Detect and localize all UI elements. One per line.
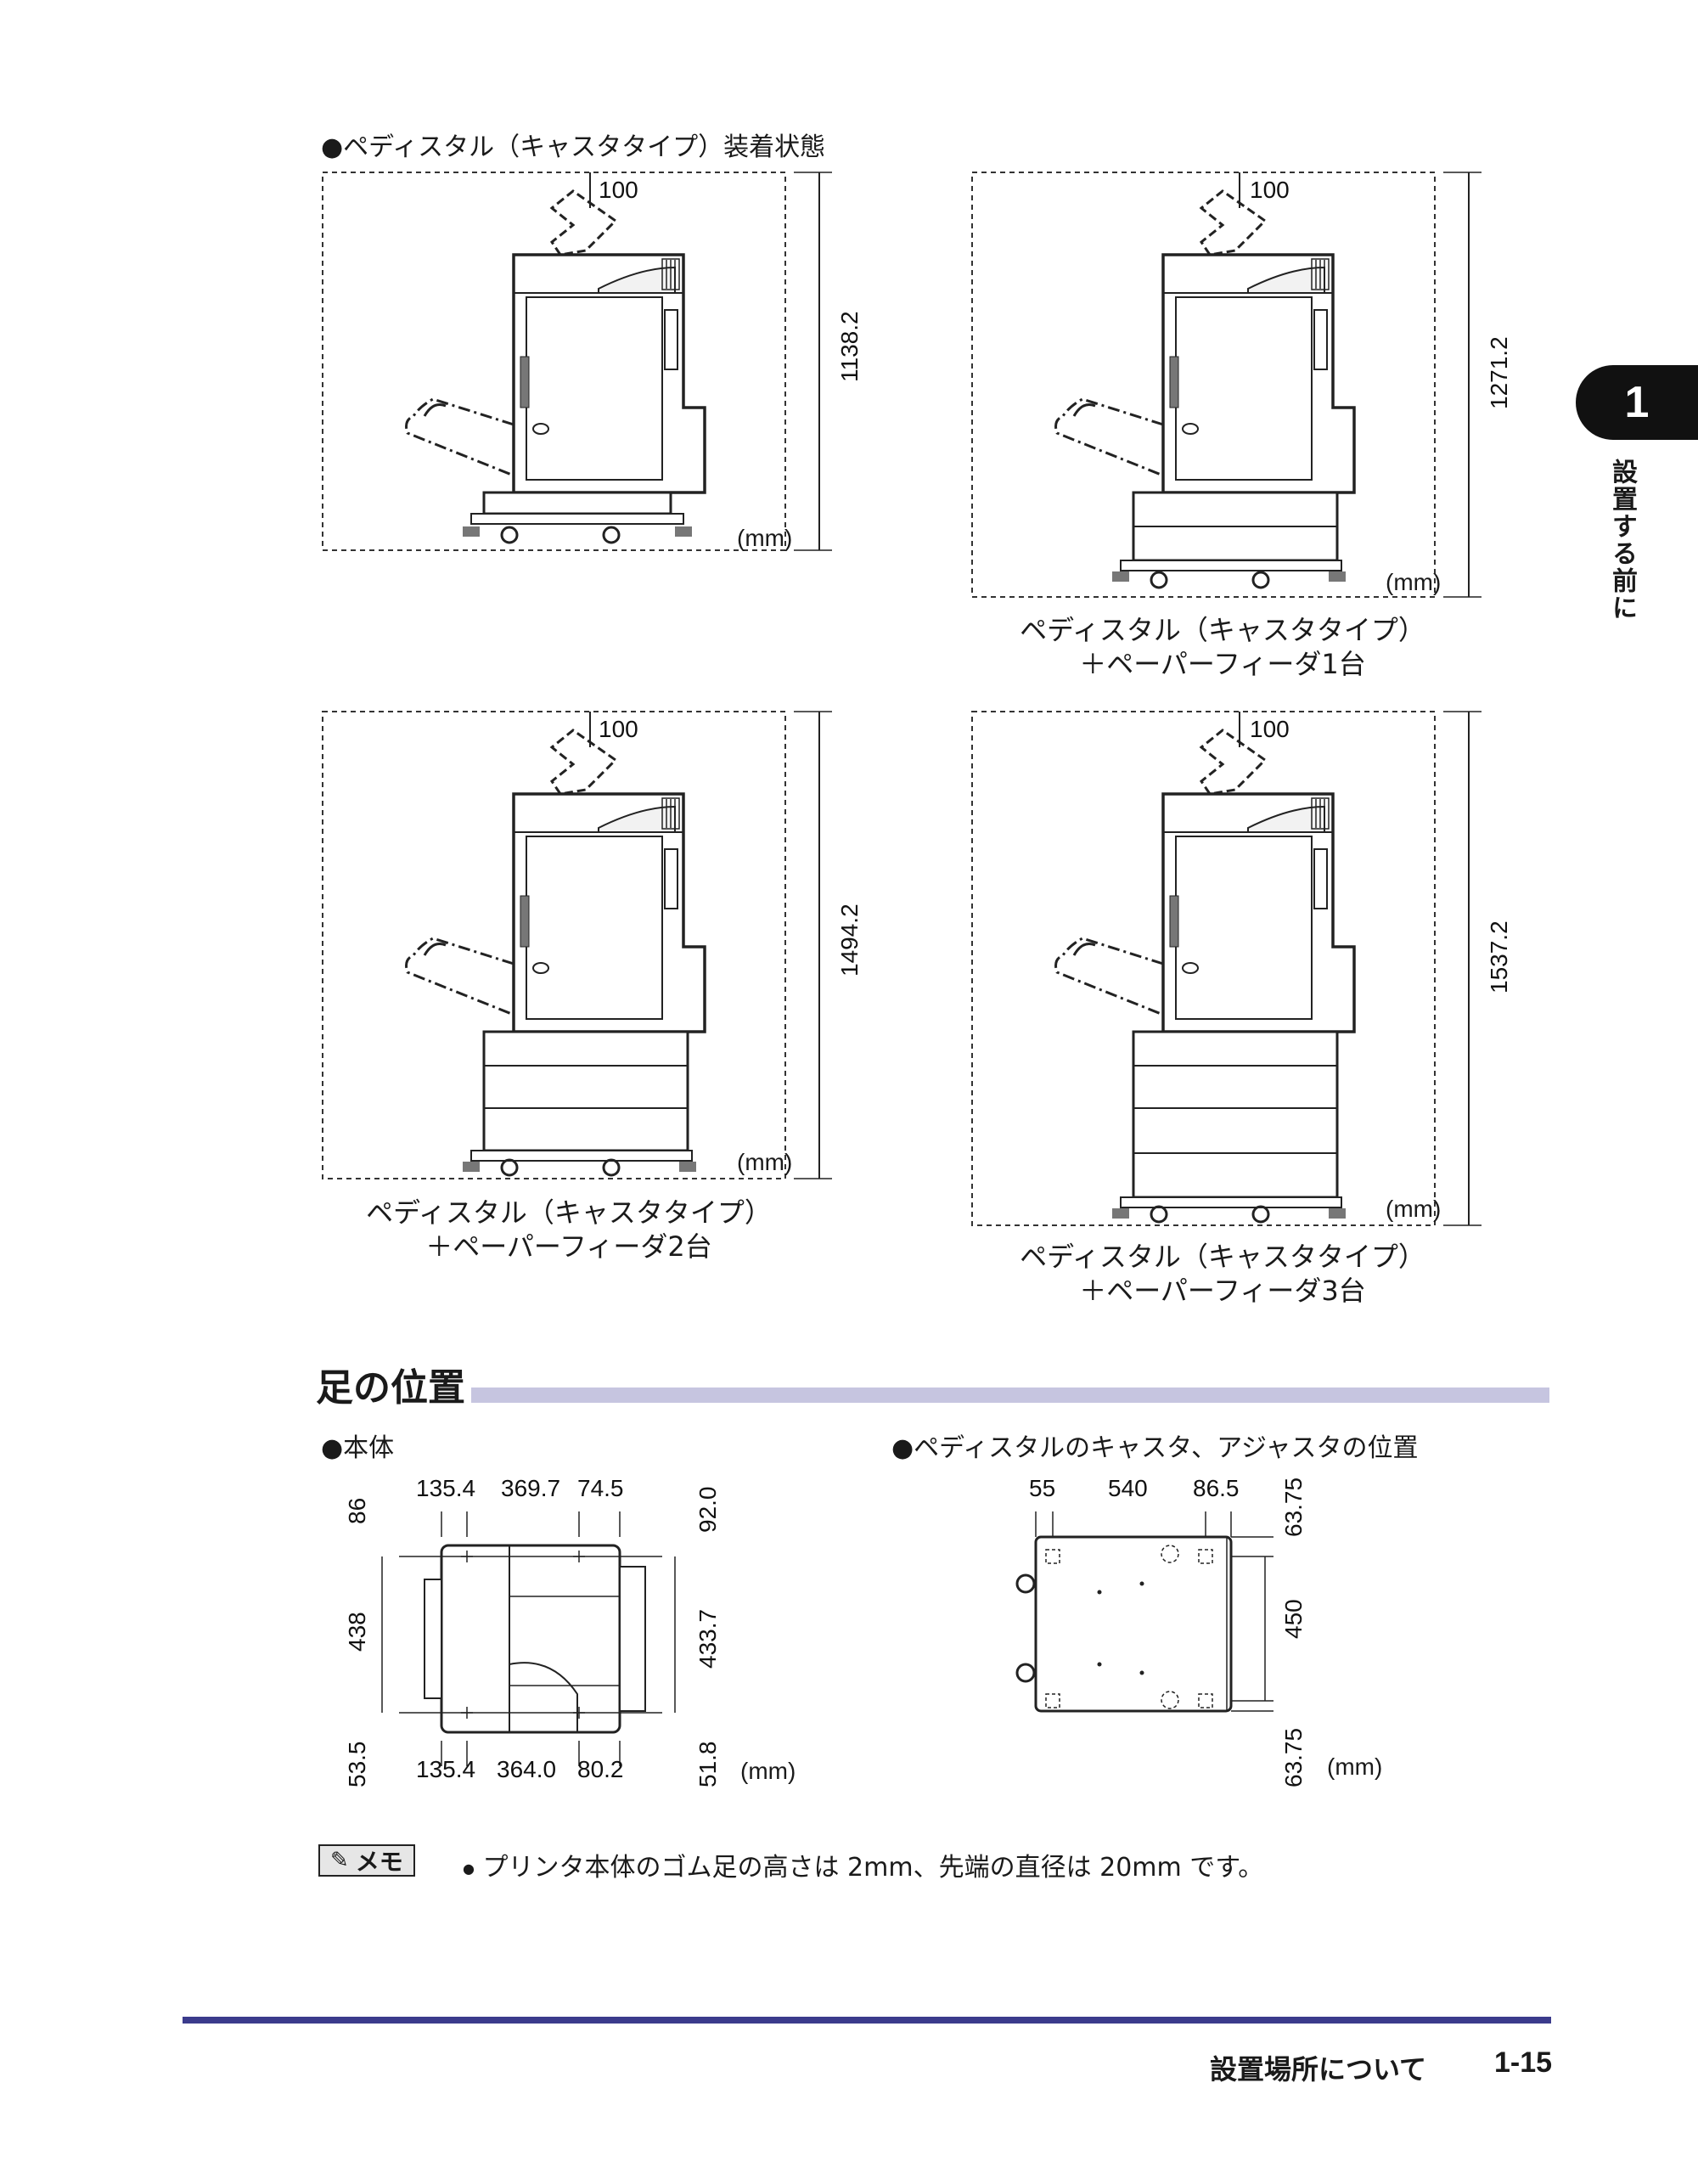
config-pedestal-diagram xyxy=(322,172,832,551)
chapter-tab: 1 xyxy=(1576,365,1698,440)
clearance-top: 100 xyxy=(1250,177,1290,203)
clearance-top: 100 xyxy=(599,177,638,203)
unit-label: (mm) xyxy=(1386,1196,1442,1222)
body-bottom-dim: 364.0 xyxy=(497,1756,557,1782)
height-dim: 1537.2 xyxy=(1486,920,1512,993)
config-feeder1-diagram xyxy=(971,172,1482,598)
unit-label: (mm) xyxy=(737,1149,793,1175)
unit-label: (mm) xyxy=(1327,1753,1383,1780)
body-bottom-dim: 135.4 xyxy=(416,1756,476,1782)
config-caption: ペディスタル（キャスタタイプ） ＋ペーパーフィーダ3台 xyxy=(1020,1241,1425,1307)
body-left-dim: 86 xyxy=(344,1497,370,1524)
bullet-icon: ● xyxy=(463,1860,475,1877)
body-bottom-dim: 80.2 xyxy=(577,1756,624,1782)
body-right-dim: 51.8 xyxy=(694,1741,721,1788)
memo-item: ● プリンタ本体のゴム足の高さは 2mm、先端の直径は 20mm です。 xyxy=(463,1846,1263,1883)
body-top-dim: 74.5 xyxy=(577,1475,624,1501)
height-dim: 1138.2 xyxy=(836,311,863,382)
pedestal-top-dim: 540 xyxy=(1108,1475,1148,1501)
pedestal-top-dim: 55 xyxy=(1029,1475,1056,1501)
body-feet-diagram xyxy=(381,1511,676,1766)
height-dim: 1494.2 xyxy=(836,903,863,977)
body-feet-label: ●本体 xyxy=(321,1433,395,1463)
body-top-dim: 135.4 xyxy=(416,1475,476,1501)
config-caption: ペディスタル（キャスタタイプ） ＋ペーパーフィーダ2台 xyxy=(366,1196,772,1263)
clearance-top: 100 xyxy=(1250,716,1290,742)
body-left-dim: 438 xyxy=(344,1612,370,1652)
unit-label: (mm) xyxy=(737,525,793,551)
figure-label: ●ペディスタル（キャスタタイプ）装着状態 xyxy=(321,132,826,162)
clearance-top: 100 xyxy=(599,716,638,742)
unit-label: (mm) xyxy=(740,1758,796,1784)
chapter-title: 設置する前に xyxy=(1607,459,1637,622)
pencil-icon: ✎ xyxy=(330,1848,349,1873)
body-top-dim: 369.7 xyxy=(501,1475,561,1501)
body-right-dim: 92.0 xyxy=(694,1486,721,1534)
footer-title: 設置場所について xyxy=(1210,2053,1427,2085)
pedestal-right-dim: 450 xyxy=(1280,1599,1307,1639)
pedestal-feet-diagram xyxy=(1015,1511,1274,1713)
pedestal-right-dim: 63.75 xyxy=(1280,1477,1307,1537)
page-number: 1-15 xyxy=(1494,2046,1553,2079)
chapter-number: 1 xyxy=(1624,378,1650,427)
body-right-dim: 433.7 xyxy=(694,1608,721,1669)
height-dim: 1271.2 xyxy=(1486,336,1512,409)
memo-badge: ✎ メモ xyxy=(318,1844,415,1877)
pedestal-right-dim: 63.75 xyxy=(1280,1727,1307,1787)
body-left-dim: 53.5 xyxy=(344,1741,370,1788)
config-caption: ペディスタル（キャスタタイプ） ＋ペーパーフィーダ1台 xyxy=(1020,614,1425,680)
section-title: 足の位置 xyxy=(316,1366,465,1410)
config-feeder2-diagram xyxy=(322,711,832,1179)
memo-badge-label: メモ xyxy=(355,1848,403,1876)
pedestal-top-dim: 86.5 xyxy=(1193,1475,1240,1501)
memo-text: プリンタ本体のゴム足の高さは 2mm、先端の直径は 20mm です。 xyxy=(482,1853,1264,1883)
config-feeder3-diagram xyxy=(971,711,1482,1226)
pedestal-feet-label: ●ペディスタルのキャスタ、アジャスタの位置 xyxy=(891,1433,1419,1463)
footer-rule xyxy=(183,2017,1551,2024)
unit-label: (mm) xyxy=(1386,569,1442,595)
section-underline xyxy=(471,1388,1549,1403)
